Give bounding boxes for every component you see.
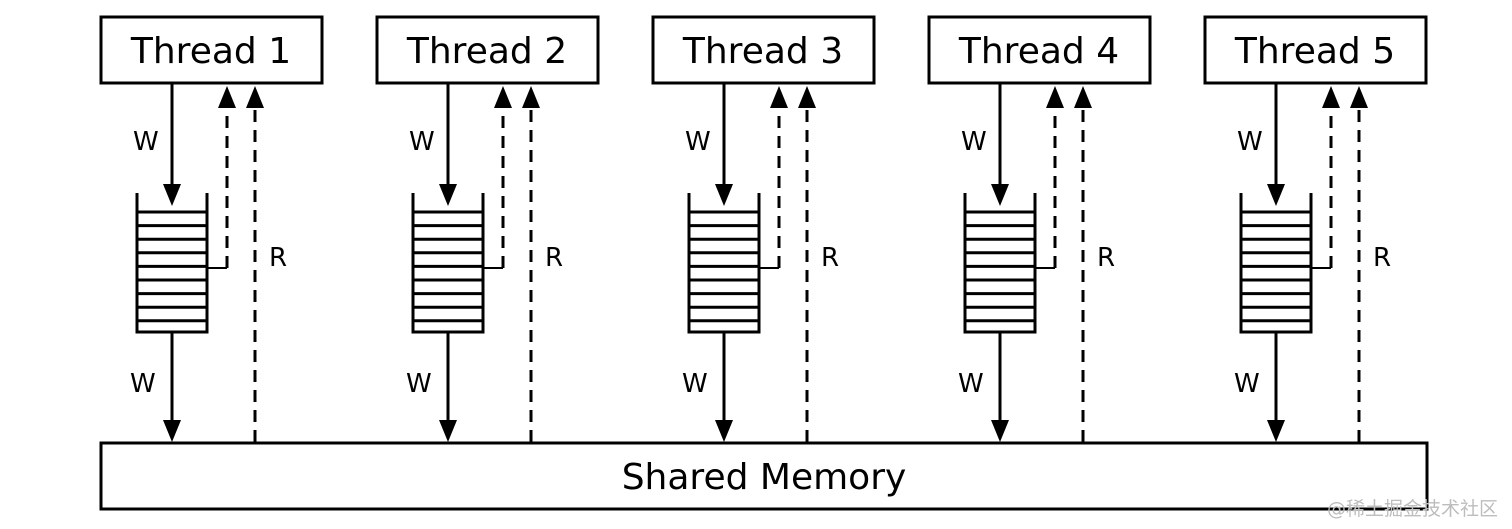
- write-label: W: [406, 369, 432, 399]
- thread-label: Thread 4: [958, 31, 1119, 72]
- shared-memory-label: Shared Memory: [622, 457, 907, 498]
- write-label: W: [130, 369, 156, 399]
- read-from-buffer-arrowhead-icon: [218, 86, 236, 108]
- thread-label: Thread 2: [406, 31, 567, 72]
- write-to-memory-arrowhead-icon: [439, 420, 457, 442]
- thread-box: [651, 15, 876, 85]
- write-label: W: [1237, 127, 1263, 157]
- store-buffer-queue: [687, 193, 761, 334]
- write-to-buffer-arrowhead-icon: [715, 184, 733, 206]
- write-label: W: [685, 127, 711, 157]
- thread-unit: Thread 5 W W R: [1203, 15, 1428, 442]
- read-label: R: [269, 243, 287, 273]
- read-from-memory-arrowhead-icon: [1074, 86, 1092, 108]
- read-label: R: [821, 243, 839, 273]
- read-from-buffer-arrowhead-icon: [770, 86, 788, 108]
- thread-label: Thread 5: [1234, 31, 1395, 72]
- read-from-memory-arrowhead-icon: [1350, 86, 1368, 108]
- write-to-buffer-arrowhead-icon: [163, 184, 181, 206]
- write-to-buffer-arrowhead-icon: [1267, 184, 1285, 206]
- read-from-memory-arrowhead-icon: [246, 86, 264, 108]
- thread-box: [927, 15, 1152, 85]
- store-buffer-queue: [135, 193, 209, 334]
- write-to-memory-arrowhead-icon: [715, 420, 733, 442]
- read-from-buffer-arrowhead-icon: [1322, 86, 1340, 108]
- write-label: W: [1234, 369, 1260, 399]
- read-from-buffer-arrowhead-icon: [1046, 86, 1064, 108]
- write-to-memory-arrowhead-icon: [163, 420, 181, 442]
- write-to-memory-arrowhead-icon: [1267, 420, 1285, 442]
- read-label: R: [1097, 243, 1115, 273]
- write-label: W: [682, 369, 708, 399]
- thread-label: Thread 3: [682, 31, 843, 72]
- store-buffer-queue: [411, 193, 485, 334]
- thread-box: [375, 15, 600, 85]
- shared-memory: Shared Memory: [99, 441, 1429, 511]
- thread-unit: Thread 2 W W R: [375, 15, 600, 442]
- read-from-memory-arrowhead-icon: [798, 86, 816, 108]
- read-from-memory-arrowhead-icon: [522, 86, 540, 108]
- write-to-buffer-arrowhead-icon: [439, 184, 457, 206]
- thread-unit: Thread 3 W W R: [651, 15, 876, 442]
- thread-box: [1203, 15, 1428, 85]
- write-label: W: [958, 369, 984, 399]
- store-buffer-queue: [1239, 193, 1313, 334]
- write-label: W: [133, 127, 159, 157]
- store-buffer-queue: [963, 193, 1037, 334]
- read-label: R: [1373, 243, 1391, 273]
- thread-box: [99, 15, 324, 85]
- write-label: W: [961, 127, 987, 157]
- write-to-buffer-arrowhead-icon: [991, 184, 1009, 206]
- thread-label: Thread 1: [130, 31, 291, 72]
- read-label: R: [545, 243, 563, 273]
- thread-unit: Thread 4 W W R: [927, 15, 1152, 442]
- write-to-memory-arrowhead-icon: [991, 420, 1009, 442]
- watermark: @稀土掘金技术社区: [1326, 498, 1498, 520]
- write-label: W: [409, 127, 435, 157]
- read-from-buffer-arrowhead-icon: [494, 86, 512, 108]
- thread-unit: Thread 1 W W R: [99, 15, 324, 442]
